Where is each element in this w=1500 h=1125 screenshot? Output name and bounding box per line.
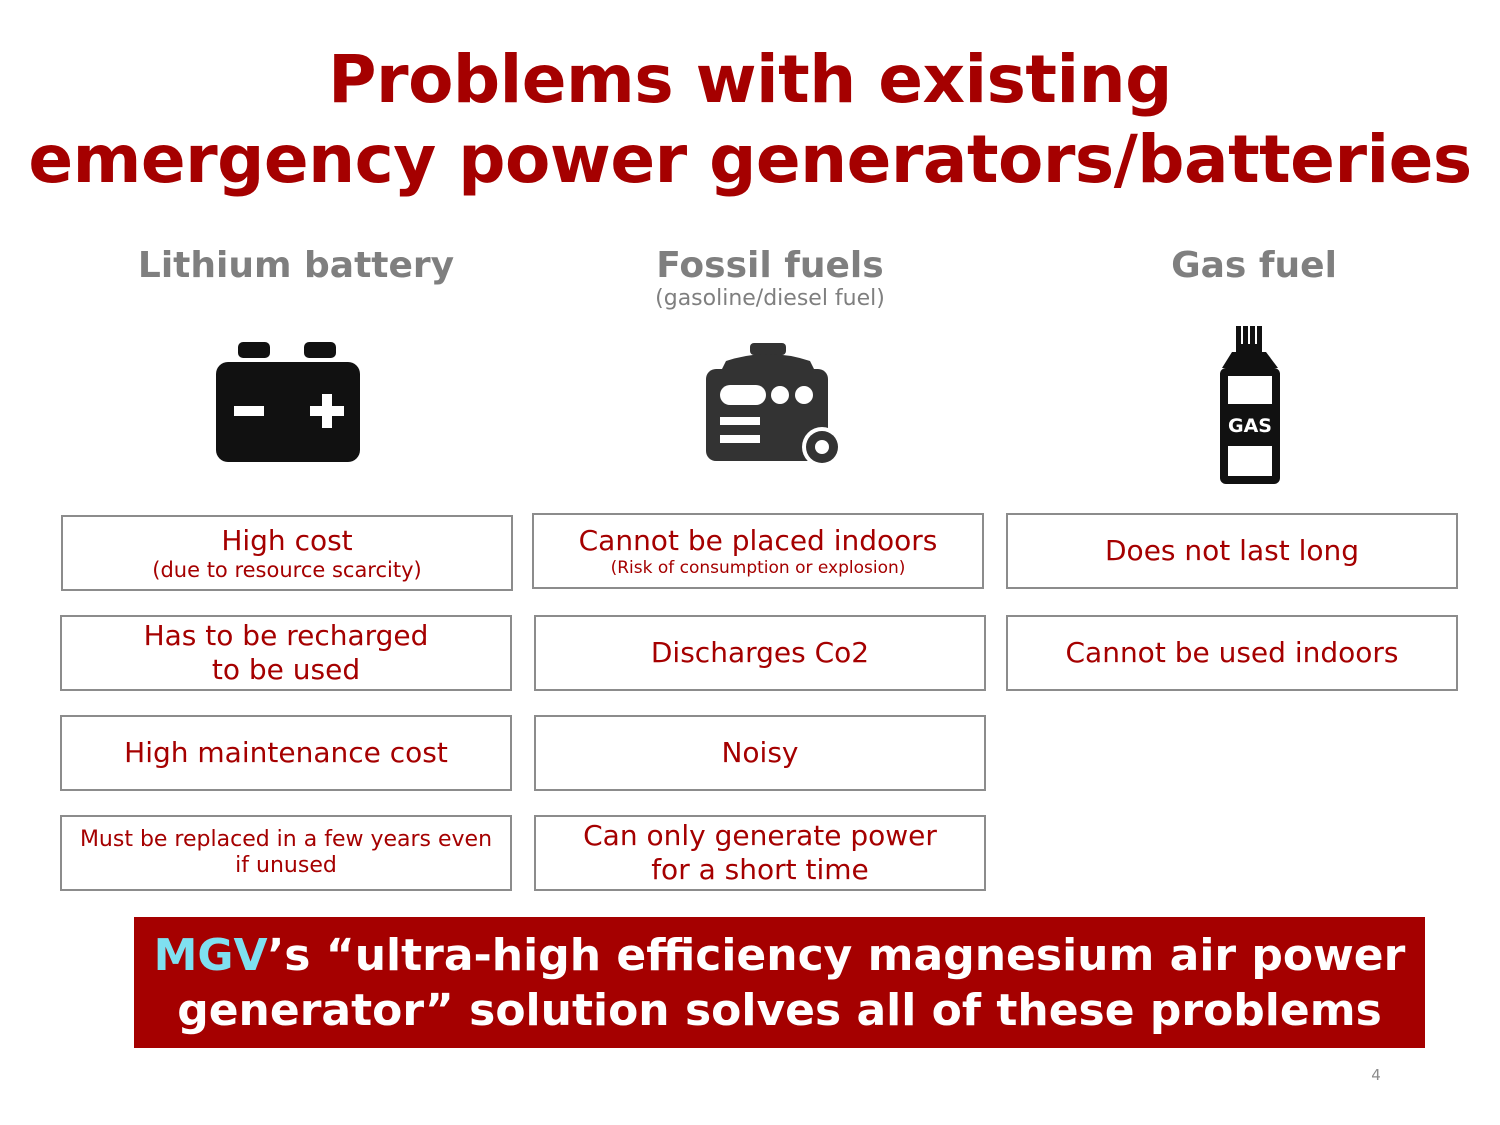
column-subheading-fossil: (gasoline/diesel fuel) <box>655 286 885 311</box>
problem-text: Can only generate power <box>583 819 937 852</box>
banner-line-2: generator” solution solves all of these … <box>177 984 1382 1036</box>
problem-box-short-time: Can only generate power for a short time <box>534 815 986 891</box>
column-heading-gas: Gas fuel <box>1171 245 1337 286</box>
problem-text: High maintenance cost <box>124 736 448 769</box>
problem-box-high-cost: High cost (due to resource scarcity) <box>61 515 513 591</box>
solution-banner: MGV’s “ultra-high efficiency magnesium a… <box>134 917 1425 1048</box>
problem-text: Discharges Co2 <box>650 636 870 669</box>
battery-icon <box>216 342 360 462</box>
problem-text-line-2: for a short time <box>651 853 869 886</box>
problem-subtext: (due to resource scarcity) <box>152 558 422 582</box>
problem-text: Does not last long <box>1105 534 1359 567</box>
problem-box-indoors: Cannot be placed indoors (Risk of consum… <box>532 513 984 589</box>
banner-line-1: MGV’s “ultra-high efficiency magnesium a… <box>154 928 1406 983</box>
column-heading-lithium: Lithium battery <box>137 245 455 286</box>
page-number: 4 <box>1371 1066 1381 1084</box>
column-heading-fossil: Fossil fuels <box>656 245 884 286</box>
gas-canister-icon: GAS <box>1220 326 1280 484</box>
problem-box-not-indoors: Cannot be used indoors <box>1006 615 1458 691</box>
problem-text: Has to be recharged <box>143 619 429 652</box>
problem-box-noisy: Noisy <box>534 715 986 791</box>
title-line-2: emergency power generators/batteries <box>28 121 1472 198</box>
slide-title: Problems with existing emergency power g… <box>0 40 1500 200</box>
problem-text: Cannot be used indoors <box>1065 636 1399 669</box>
problem-text: Must be replaced in a few years even <box>79 827 493 852</box>
problem-subtext: (Risk of consumption or explosion) <box>610 558 906 578</box>
gas-label: GAS <box>1228 415 1272 437</box>
problem-box-recharge: Has to be recharged to be used <box>60 615 512 691</box>
problem-text: Cannot be placed indoors <box>578 524 938 557</box>
problem-box-replace: Must be replaced in a few years even if … <box>60 815 512 891</box>
problem-box-maintenance: High maintenance cost <box>60 715 512 791</box>
mgv-highlight: MGV <box>153 929 268 981</box>
generator-icon <box>706 343 842 467</box>
banner-line-1-text: ’s “ultra-high efficiency magnesium air … <box>267 929 1406 981</box>
problem-text: Noisy <box>721 736 799 769</box>
problem-text-line-2: to be used <box>211 653 361 686</box>
title-line-1: Problems with existing <box>328 41 1172 118</box>
problem-text-line-2: if unused <box>235 853 337 878</box>
problem-box-co2: Discharges Co2 <box>534 615 986 691</box>
problem-box-not-last: Does not last long <box>1006 513 1458 589</box>
problem-text: High cost <box>221 524 353 557</box>
